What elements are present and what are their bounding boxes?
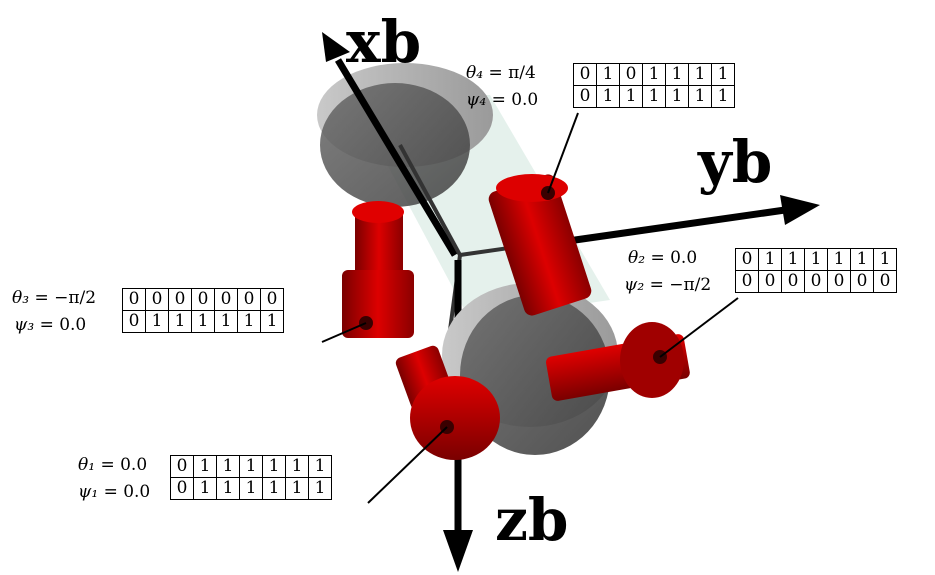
bit-cell: 1 [827,248,851,271]
x-axis-label: xb [346,8,421,76]
theta-4-label: θ₄ = π/4 [466,63,536,83]
bit-cell: 0 [122,288,146,311]
bit-cell: 1 [873,248,897,271]
bit-cell: 0 [260,288,284,311]
bit-cell: 0 [214,288,238,311]
bit-cell: 1 [596,63,620,86]
bit-cell: 1 [168,310,192,333]
bit-cell: 0 [170,477,194,500]
bit-cell: 1 [781,248,805,271]
bit-cell: 1 [237,310,261,333]
leader-lines [321,112,739,504]
bit-cell: 0 [827,270,851,293]
bit-cell: 0 [850,270,874,293]
motor-2 [546,322,690,401]
bit-cell: 1 [308,455,332,478]
y-axis [539,195,820,249]
bit-cell: 1 [665,63,689,86]
bit-cell: 0 [735,248,759,271]
bit-cell: 0 [735,270,759,293]
bit-cell: 0 [758,270,782,293]
bit-cell: 1 [239,455,263,478]
bit-cell: 1 [688,63,712,86]
bit-cell: 0 [573,85,597,108]
bit-cell: 1 [193,455,217,478]
psi-3-label: ψ₃ = 0.0 [14,315,87,335]
bit-cell: 1 [619,85,643,108]
bit-cell: 1 [642,85,666,108]
bit-cell: 1 [193,477,217,500]
bit-cell: 1 [308,477,332,500]
bit-cell: 1 [665,85,689,108]
bit-cell: 0 [191,288,215,311]
psi-1-label: ψ₁ = 0.0 [78,482,151,502]
bit-cell: 1 [688,85,712,108]
bit-cell: 1 [260,310,284,333]
psi-2-label: ψ₂ = −π/2 [624,275,712,295]
bit-cell: 0 [619,63,643,86]
bit-cell: 0 [873,270,897,293]
motor-3 [342,201,414,338]
bit-cell: 1 [191,310,215,333]
bit-cell: 0 [804,270,828,293]
bit-cell: 0 [168,288,192,311]
bit-cell: 0 [170,455,194,478]
bit-cell: 1 [262,455,286,478]
bit-cell: 1 [262,477,286,500]
y-axis-label: yb [697,128,772,196]
bit-cell: 1 [214,310,238,333]
bit-cell: 1 [804,248,828,271]
bit-cell: 1 [145,310,169,333]
bit-cell: 1 [216,455,240,478]
bit-cell: 0 [237,288,261,311]
bit-cell: 1 [285,477,309,500]
bit-cell: 1 [850,248,874,271]
bit-cell: 1 [711,63,735,86]
psi-4-label: ψ₄ = 0.0 [466,90,539,110]
bit-cell: 1 [216,477,240,500]
bit-cell: 0 [781,270,805,293]
x-axis [322,32,459,257]
theta-2-label: θ₂ = 0.0 [628,248,698,268]
bit-cell: 1 [596,85,620,108]
bit-cell: 1 [285,455,309,478]
theta-1-label: θ₁ = 0.0 [78,455,148,475]
bit-cell: 0 [122,310,146,333]
bit-cell: 1 [711,85,735,108]
bit-cell: 1 [758,248,782,271]
top-wheel [317,63,493,207]
motor-1 [395,345,500,460]
bit-cell: 0 [573,63,597,86]
bit-cell: 1 [642,63,666,86]
theta-3-label: θ₃ = −π/2 [12,288,97,308]
z-axis-label: zb [495,486,569,554]
bit-cell: 1 [239,477,263,500]
bit-cell: 0 [145,288,169,311]
